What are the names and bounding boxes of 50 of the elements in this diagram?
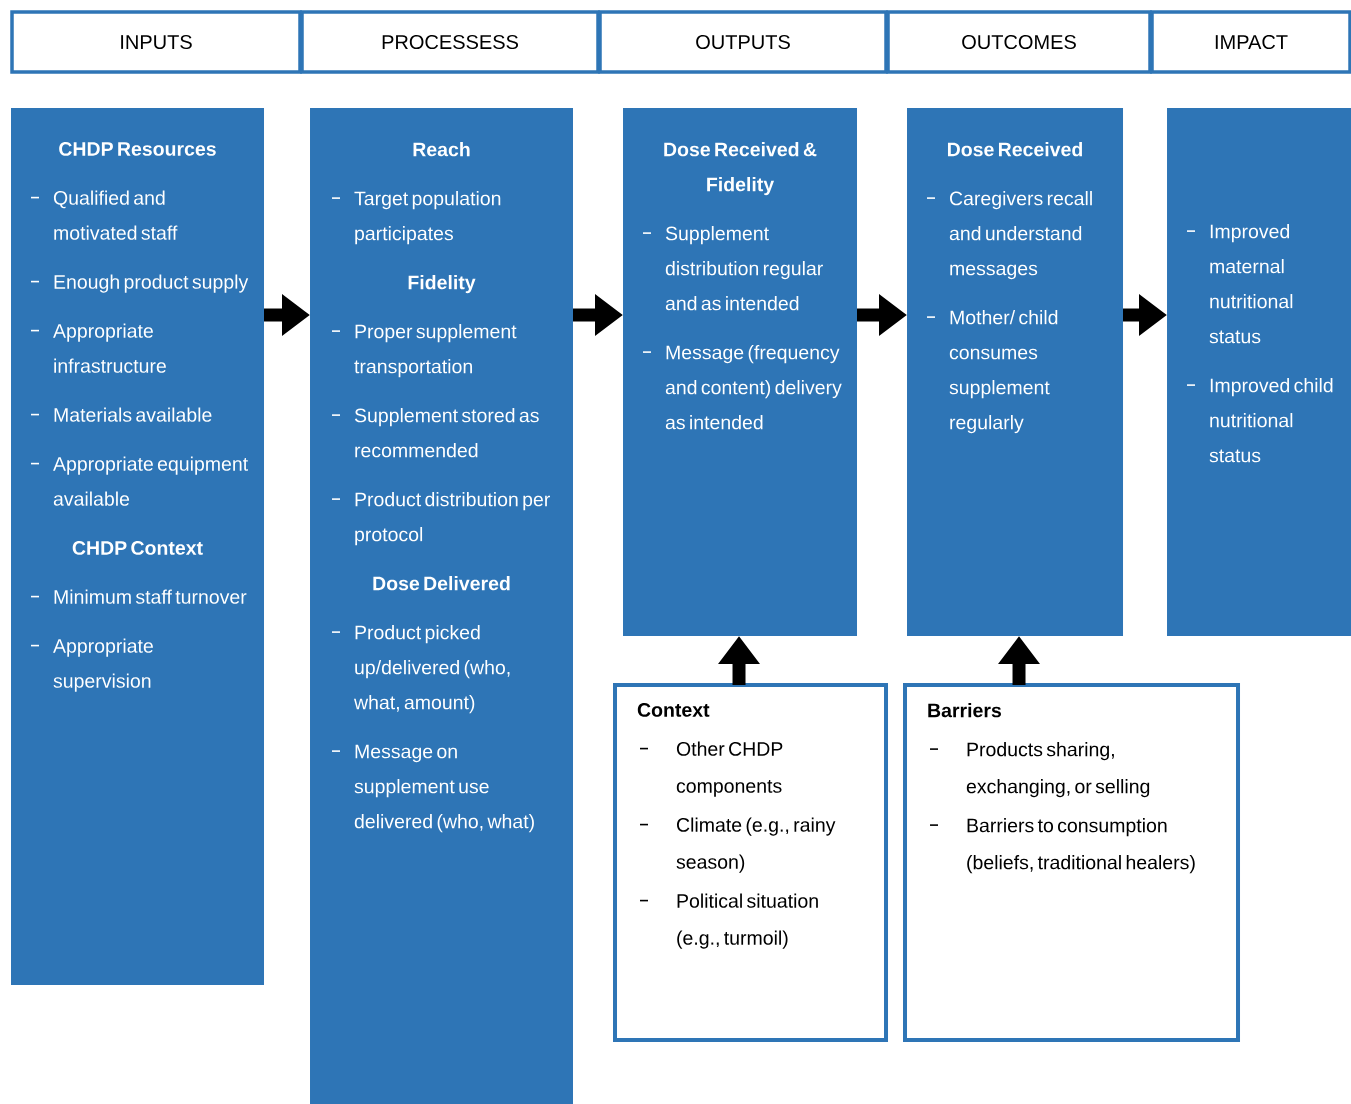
column-heading: Reach <box>413 142 470 157</box>
box-heading: Barriers <box>928 703 1001 718</box>
stage-header <box>598 10 888 74</box>
list-item: Product distribution per protocol <box>355 492 550 546</box>
list-item: Proper supplement transportation <box>354 324 517 378</box>
list-item: Message on supplement use delivered (who, what) <box>354 744 534 833</box>
column-heading: Dose Received <box>948 142 1082 157</box>
list-item: Improved maternal nutritional status <box>1209 224 1293 344</box>
list-item: Climate (e.g., rainy season) <box>676 817 836 873</box>
list-item: Caregivers recall and understand messages <box>949 191 1092 280</box>
list-item: Political situation (e.g., turmoil) <box>677 893 818 949</box>
list-item: Products sharing, exchanging, or selling <box>966 742 1150 798</box>
header-label: PROCESSESS <box>382 34 518 50</box>
list-item: Message (frequency and content) delivery as intended <box>665 345 842 430</box>
list-item: Appropriate supervision <box>53 638 153 692</box>
stage-header <box>886 10 1152 74</box>
header-label: INPUTS <box>121 34 192 50</box>
list-item: Minimum staff turnover <box>54 589 247 604</box>
column-heading: Dose Received & Fidelity <box>664 142 817 196</box>
box-heading: Context <box>637 703 710 717</box>
header-label: IMPACT <box>1215 34 1288 50</box>
factor-box <box>613 683 888 1042</box>
list-item: Supplement distribution regular and as intended <box>665 226 823 311</box>
list-item: Barriers to consumption (beliefs, traditional healers) <box>967 818 1195 874</box>
stage-column <box>1167 108 1351 636</box>
list-item: Other CHDP components <box>676 741 783 797</box>
list-item: Product picked up/delivered (who, what, amount) <box>353 625 510 714</box>
stage-column <box>907 108 1123 636</box>
stage-header <box>1150 10 1351 74</box>
list-item: Appropriate equipment available <box>53 456 248 506</box>
list-item: Mother/ child consumes supplement regularly <box>949 310 1058 434</box>
list-item: Qualified and motivated staff <box>53 190 178 240</box>
column-heading: Fidelity <box>408 275 476 294</box>
factor-box <box>903 683 1240 1042</box>
stage-column <box>11 108 264 985</box>
column-heading: Dose Delivered <box>373 576 510 591</box>
list-item: Supplement stored as recommended <box>354 408 539 458</box>
stage-column <box>310 108 573 1104</box>
column-heading: CHDP Context <box>72 541 203 555</box>
stage-column <box>623 108 857 636</box>
list-item: Materials available <box>54 407 212 422</box>
list-item: Enough product supply <box>54 274 249 293</box>
list-item: Appropriate infrastructure <box>53 323 166 373</box>
list-item: Target population participates <box>354 191 501 245</box>
stage-header <box>10 10 302 74</box>
stage-header <box>300 10 600 74</box>
column-heading: CHDP Resources <box>59 142 216 156</box>
header-label: OUTCOMES <box>962 34 1076 50</box>
list-item: Improved child nutritional status <box>1209 378 1333 463</box>
header-label: OUTPUTS <box>696 34 790 50</box>
